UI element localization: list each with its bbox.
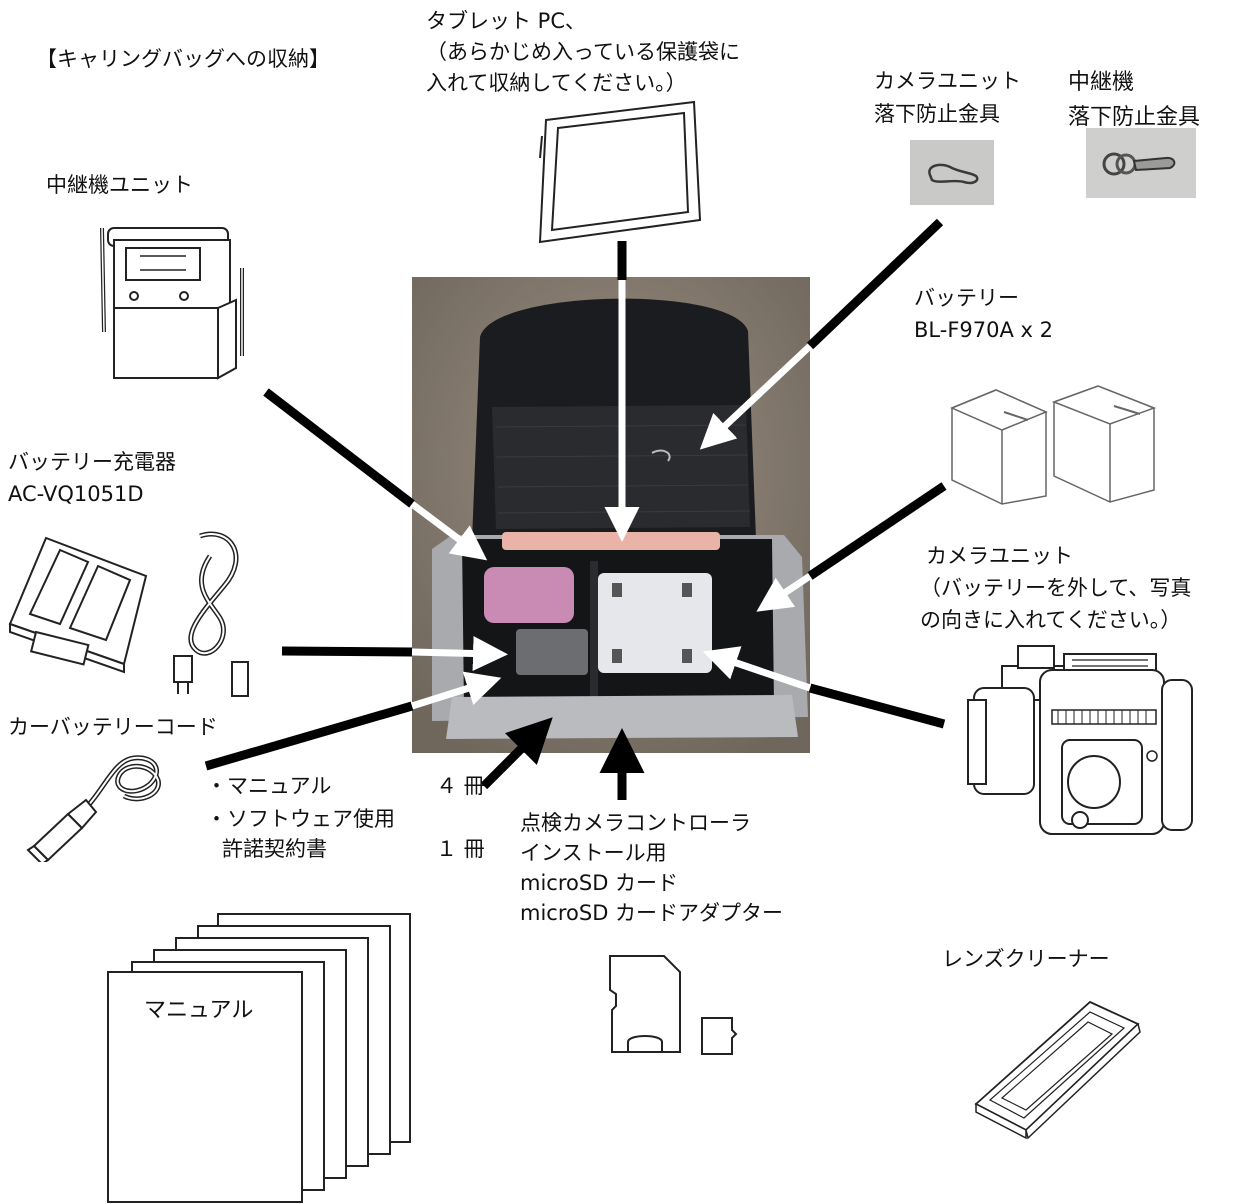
battery-label-line2: BL-F970A x 2 <box>914 318 1053 342</box>
tablet-label-line2: （あらかじめ入っている保護袋に <box>426 40 740 64</box>
car-cord-illustration <box>26 755 161 862</box>
camera-unit-arrow-outer <box>808 683 946 729</box>
microsd-label-line2: インストール用 <box>520 841 667 865</box>
charger-label: バッテリー充電器 AC-VQ1051D <box>8 446 176 510</box>
microsd-illustration <box>609 955 738 1055</box>
doc-item2-line2: 許諾契約書 <box>222 837 327 861</box>
battery-arrow-outer <box>807 482 947 580</box>
ac-cable-illustration <box>173 531 249 697</box>
hook-arrow-outer <box>806 218 944 350</box>
relay-hook-label-line1: 中継機 <box>1068 70 1135 95</box>
camera-hook-label-line2: 落下防止金具 <box>874 102 1000 126</box>
relay-unit-illustration <box>100 227 244 380</box>
charger-illustration <box>8 536 148 674</box>
camera-hook-photo <box>910 140 994 205</box>
battery-illustration <box>950 385 1157 505</box>
relay-hook-photo <box>1086 128 1196 198</box>
camera-unit-label-line1: カメラユニット <box>926 544 1073 568</box>
camera-unit-arrow-inner <box>702 646 812 692</box>
page-title: 【キャリングバッグへの収納】 <box>36 47 330 71</box>
charger-label-line2: AC-VQ1051D <box>8 482 144 506</box>
relay-unit-arrow-inner <box>409 501 488 561</box>
documents-arrow <box>480 717 553 790</box>
battery-arrow-inner <box>756 573 812 612</box>
charger-label-line1: バッテリー充電器 <box>8 450 176 474</box>
relay-unit-arrow-outer <box>263 388 415 508</box>
camera-unit-label: カメラユニット （バッテリーを外して、写真 の向きに入れてください。） <box>920 540 1191 636</box>
camera-hook-label: カメラユニット 落下防止金具 <box>874 65 1021 131</box>
car-cord-arrow-outer <box>204 701 414 771</box>
doc-item2: ・ソフトウェア使用 許諾契約書 <box>206 804 395 864</box>
tablet-illustration <box>538 100 702 244</box>
lens-cleaner-illustration <box>974 1000 1141 1140</box>
carrying-bag-photo <box>412 277 810 753</box>
tablet-label: タブレット PC、 （あらかじめ入っている保護袋に 入れて収納してください。） <box>426 6 740 99</box>
car-cord-label: カーバッテリーコード <box>8 715 218 739</box>
microsd-label-line1: 点検カメラコントローラ <box>520 811 751 835</box>
doc-item2-line1: ・ソフトウェア使用 <box>206 807 395 831</box>
relay-hook-label: 中継機 落下防止金具 <box>1068 65 1200 135</box>
hook-arrow-inner <box>699 343 813 450</box>
tablet-label-line1: タブレット PC、 <box>426 9 587 33</box>
microsd-label-line4: microSD カードアダプター <box>520 901 784 925</box>
doc-item2-qty: １ 冊 <box>436 837 485 861</box>
battery-label-line1: バッテリー <box>914 286 1019 310</box>
camera-unit-label-line2: （バッテリーを外して、写真 <box>920 576 1192 600</box>
battery-label: バッテリー BL-F970A x 2 <box>914 282 1053 346</box>
relay-hook-label-line2: 落下防止金具 <box>1068 105 1201 130</box>
car-cord-arrow-inner <box>410 671 502 710</box>
tablet-label-line3: 入れて収納してください。） <box>426 71 687 95</box>
microsd-label-line3: microSD カード <box>520 871 679 895</box>
charger-arrow-outer <box>281 646 413 657</box>
camera-hook-label-line1: カメラユニット <box>874 69 1021 93</box>
manual-cover-title: マニュアル <box>144 998 254 1023</box>
charger-arrow-inner <box>411 635 508 671</box>
relay-unit-label: 中継機ユニット <box>46 173 193 197</box>
doc-item1: ・マニュアル <box>206 774 332 798</box>
microsd-label: 点検カメラコントローラ インストール用 microSD カード microSD … <box>520 808 783 928</box>
camera-unit-label-line3: の向きに入れてください。） <box>920 608 1182 632</box>
lens-cleaner-label: レンズクリーナー <box>942 947 1110 971</box>
camera-unit-illustration <box>967 645 1193 835</box>
manual-stack-illustration <box>107 913 411 1203</box>
doc-item1-qty: ４ 冊 <box>436 774 485 798</box>
